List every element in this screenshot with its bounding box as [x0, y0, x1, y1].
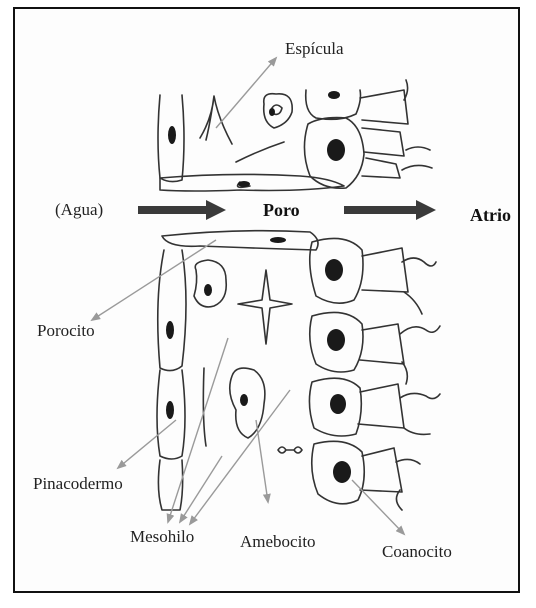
label-amebocito: Amebocito: [240, 533, 316, 550]
lower-porocyte-band: [162, 231, 318, 250]
needle-spicule: [236, 142, 284, 162]
upper-amebocyte: [264, 94, 292, 128]
label-agua: (Agua): [55, 201, 103, 218]
dumbbell-spicule: [278, 447, 302, 453]
upper-porocyte-band: [160, 174, 344, 191]
label-atrio: Atrio: [470, 206, 511, 224]
pointer-espicula: [216, 58, 276, 128]
label-espicula: Espícula: [285, 40, 344, 57]
label-pinacodermo: Pinacodermo: [33, 475, 123, 492]
label-coanocito: Coanocito: [382, 543, 452, 560]
pointer-amebocito: [256, 420, 268, 502]
flow-arrow-out: [344, 200, 436, 220]
pointer-pinacodermo: [118, 420, 176, 468]
mid-amebocyte: [194, 260, 226, 307]
lower-pinacocyte-3: [158, 460, 182, 510]
star-spicule: [238, 270, 292, 344]
label-poro: Poro: [263, 201, 300, 219]
flow-arrow-in: [138, 200, 226, 220]
label-porocito: Porocito: [37, 322, 95, 339]
spicule-v: [200, 96, 232, 144]
label-mesohilo: Mesohilo: [130, 528, 194, 545]
pointer-coanocito: [352, 480, 404, 534]
